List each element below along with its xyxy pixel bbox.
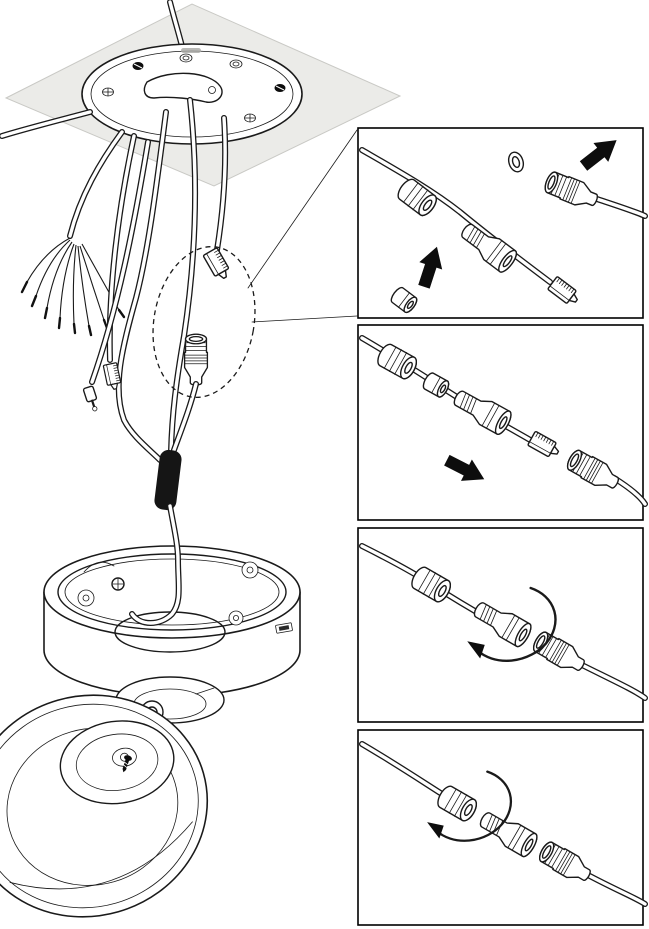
pigtail-jack-icon [82,385,98,412]
waterproof-connector-icon [183,333,209,386]
screw-boss [77,561,259,626]
base-screw-icon [111,577,125,591]
dome-screw-icon [122,755,132,773]
dome-bubble [59,720,175,805]
cable-sleeve [154,449,182,511]
wire-pigtail [20,129,126,337]
cross-screw-icon [102,87,256,123]
keyhole-round [208,86,216,94]
camera-base [43,545,301,697]
step-panel-2 [357,324,648,521]
callout-lines [247,129,358,323]
keyhole-slot [143,72,223,103]
plate-hole [179,53,243,69]
main-scene [0,0,402,918]
pigtail-connector-cables [89,133,151,385]
step-panel-4 [357,729,648,926]
callout-oval [152,246,256,398]
step-panel-3 [357,527,648,723]
rj45-drop [214,115,229,253]
main-cables [115,97,199,463]
interior-cable [129,503,182,626]
brand-mark [181,48,201,53]
rj45-plug-icon [202,246,233,283]
dome-cover [0,694,209,918]
plate-screw-icon [132,62,286,92]
mount-plate [81,43,303,145]
left-exit-cable [0,109,93,139]
sd-slot [275,622,293,634]
connector-cable [171,381,199,453]
step-panel-1 [357,127,648,319]
